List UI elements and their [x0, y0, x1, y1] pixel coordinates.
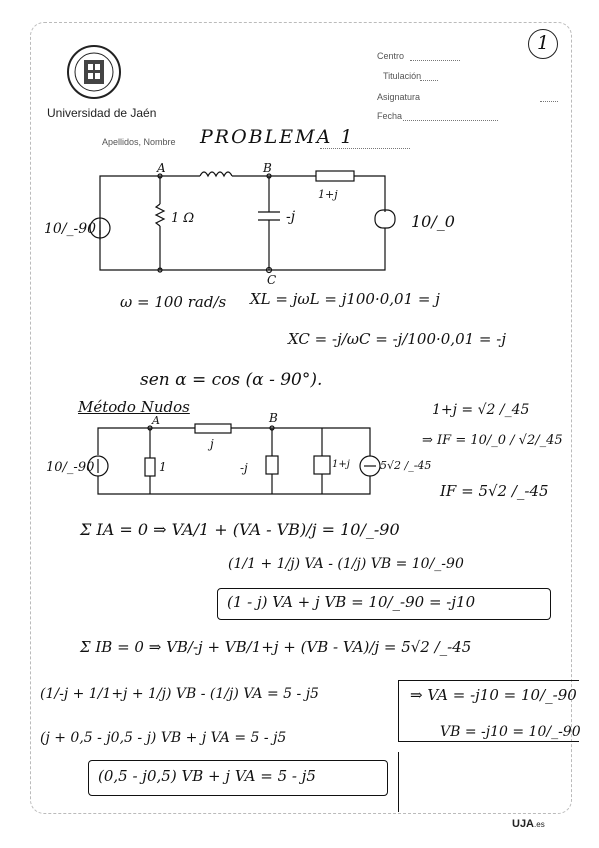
c1-node-a: A	[157, 161, 166, 175]
label-fecha: Fecha	[377, 111, 403, 121]
line-fecha	[403, 120, 498, 121]
node-b-simplified: (j + 0,5 - j0,5 - j) VB + j VA = 5 - j5	[40, 730, 287, 746]
node-a-boxed	[217, 588, 551, 620]
page-number-badge: 1	[528, 29, 558, 59]
node-b-boxed	[88, 760, 388, 796]
problem-title: PROBLEMA 1	[200, 126, 355, 148]
c2-r-label: 1	[159, 460, 167, 474]
c2-source-right-label: 5√2 /_-45	[380, 459, 432, 472]
c1-source-right-label: 10/_0	[411, 212, 455, 231]
line-centro	[410, 60, 460, 61]
c2-node-a: A	[152, 414, 160, 427]
footer-brand: UJA.es	[512, 818, 545, 830]
c2-rl-label: 1+j	[332, 459, 350, 470]
footer-brand-name: UJA	[512, 818, 535, 830]
line-titulacion	[420, 80, 438, 81]
method-title: Método Nudos	[78, 398, 190, 416]
c2-c-label: -j	[240, 461, 248, 475]
university-seal-logo	[67, 45, 121, 99]
footer-brand-suffix: .es	[534, 820, 545, 829]
node-a-kcl: Σ IA = 0 ⇒ VA/1 + (VA - VB)/j = 10/_-90	[80, 520, 400, 539]
university-name: Universidad de Jaén	[47, 106, 157, 120]
c1-series-label: 1+j	[318, 188, 338, 201]
page-frame	[30, 22, 572, 814]
c2-l-label: j	[210, 437, 214, 451]
line-asignatura	[540, 101, 558, 102]
source-current-result: IF = 5√2 /_-45	[440, 482, 549, 500]
c1-node-b: B	[263, 161, 272, 175]
line-nombre	[320, 148, 410, 149]
c1-source-left-label: 10/_-90	[44, 221, 97, 237]
results-box	[398, 680, 579, 742]
xc-equation: XC = -j/ωC = -j/100·0,01 = -j	[288, 330, 506, 348]
xl-equation: XL = jωL = j100·0,01 = j	[250, 290, 440, 308]
source-current-eq: ⇒ IF = 10/_0 / √2/_45	[422, 433, 563, 448]
page-number: 1	[536, 32, 550, 54]
label-nombre: Apellidos, Nombre	[102, 137, 176, 147]
c2-source-left-label: 10/_-90	[46, 460, 95, 475]
label-centro: Centro	[377, 51, 405, 61]
c2-node-b: B	[269, 411, 278, 425]
impedance-polar: 1+j = √2 /_45	[432, 402, 530, 418]
c1-node-c: C	[267, 273, 277, 287]
label-titulacion: Titulación	[383, 71, 422, 81]
node-b-expanded: (1/-j + 1/1+j + 1/j) VB - (1/j) VA = 5 -…	[40, 686, 319, 702]
results-divider	[398, 752, 399, 812]
node-a-expanded: (1/1 + 1/j) VA - (1/j) VB = 10/_-90	[228, 556, 464, 572]
omega-value: ω = 100 rad/s	[120, 293, 227, 311]
c1-resistor-label: 1 Ω	[171, 211, 195, 226]
node-a-final: (1 - j) VA + j VB = 10/_-90 = -j10	[227, 593, 476, 611]
trig-identity: sen α = cos (α - 90°).	[140, 370, 323, 390]
result-vb: VB = -j10 = 10/_-90	[440, 724, 581, 740]
c1-capacitor-label: -j	[286, 209, 296, 225]
node-b-final: (0,5 - j0,5) VB + j VA = 5 - j5	[98, 767, 316, 785]
node-b-kcl: Σ IB = 0 ⇒ VB/-j + VB/1+j + (VB - VA)/j …	[80, 638, 472, 656]
result-va: ⇒ VA = -j10 = 10/_-90	[410, 686, 577, 704]
label-asignatura: Asignatura	[377, 92, 421, 102]
